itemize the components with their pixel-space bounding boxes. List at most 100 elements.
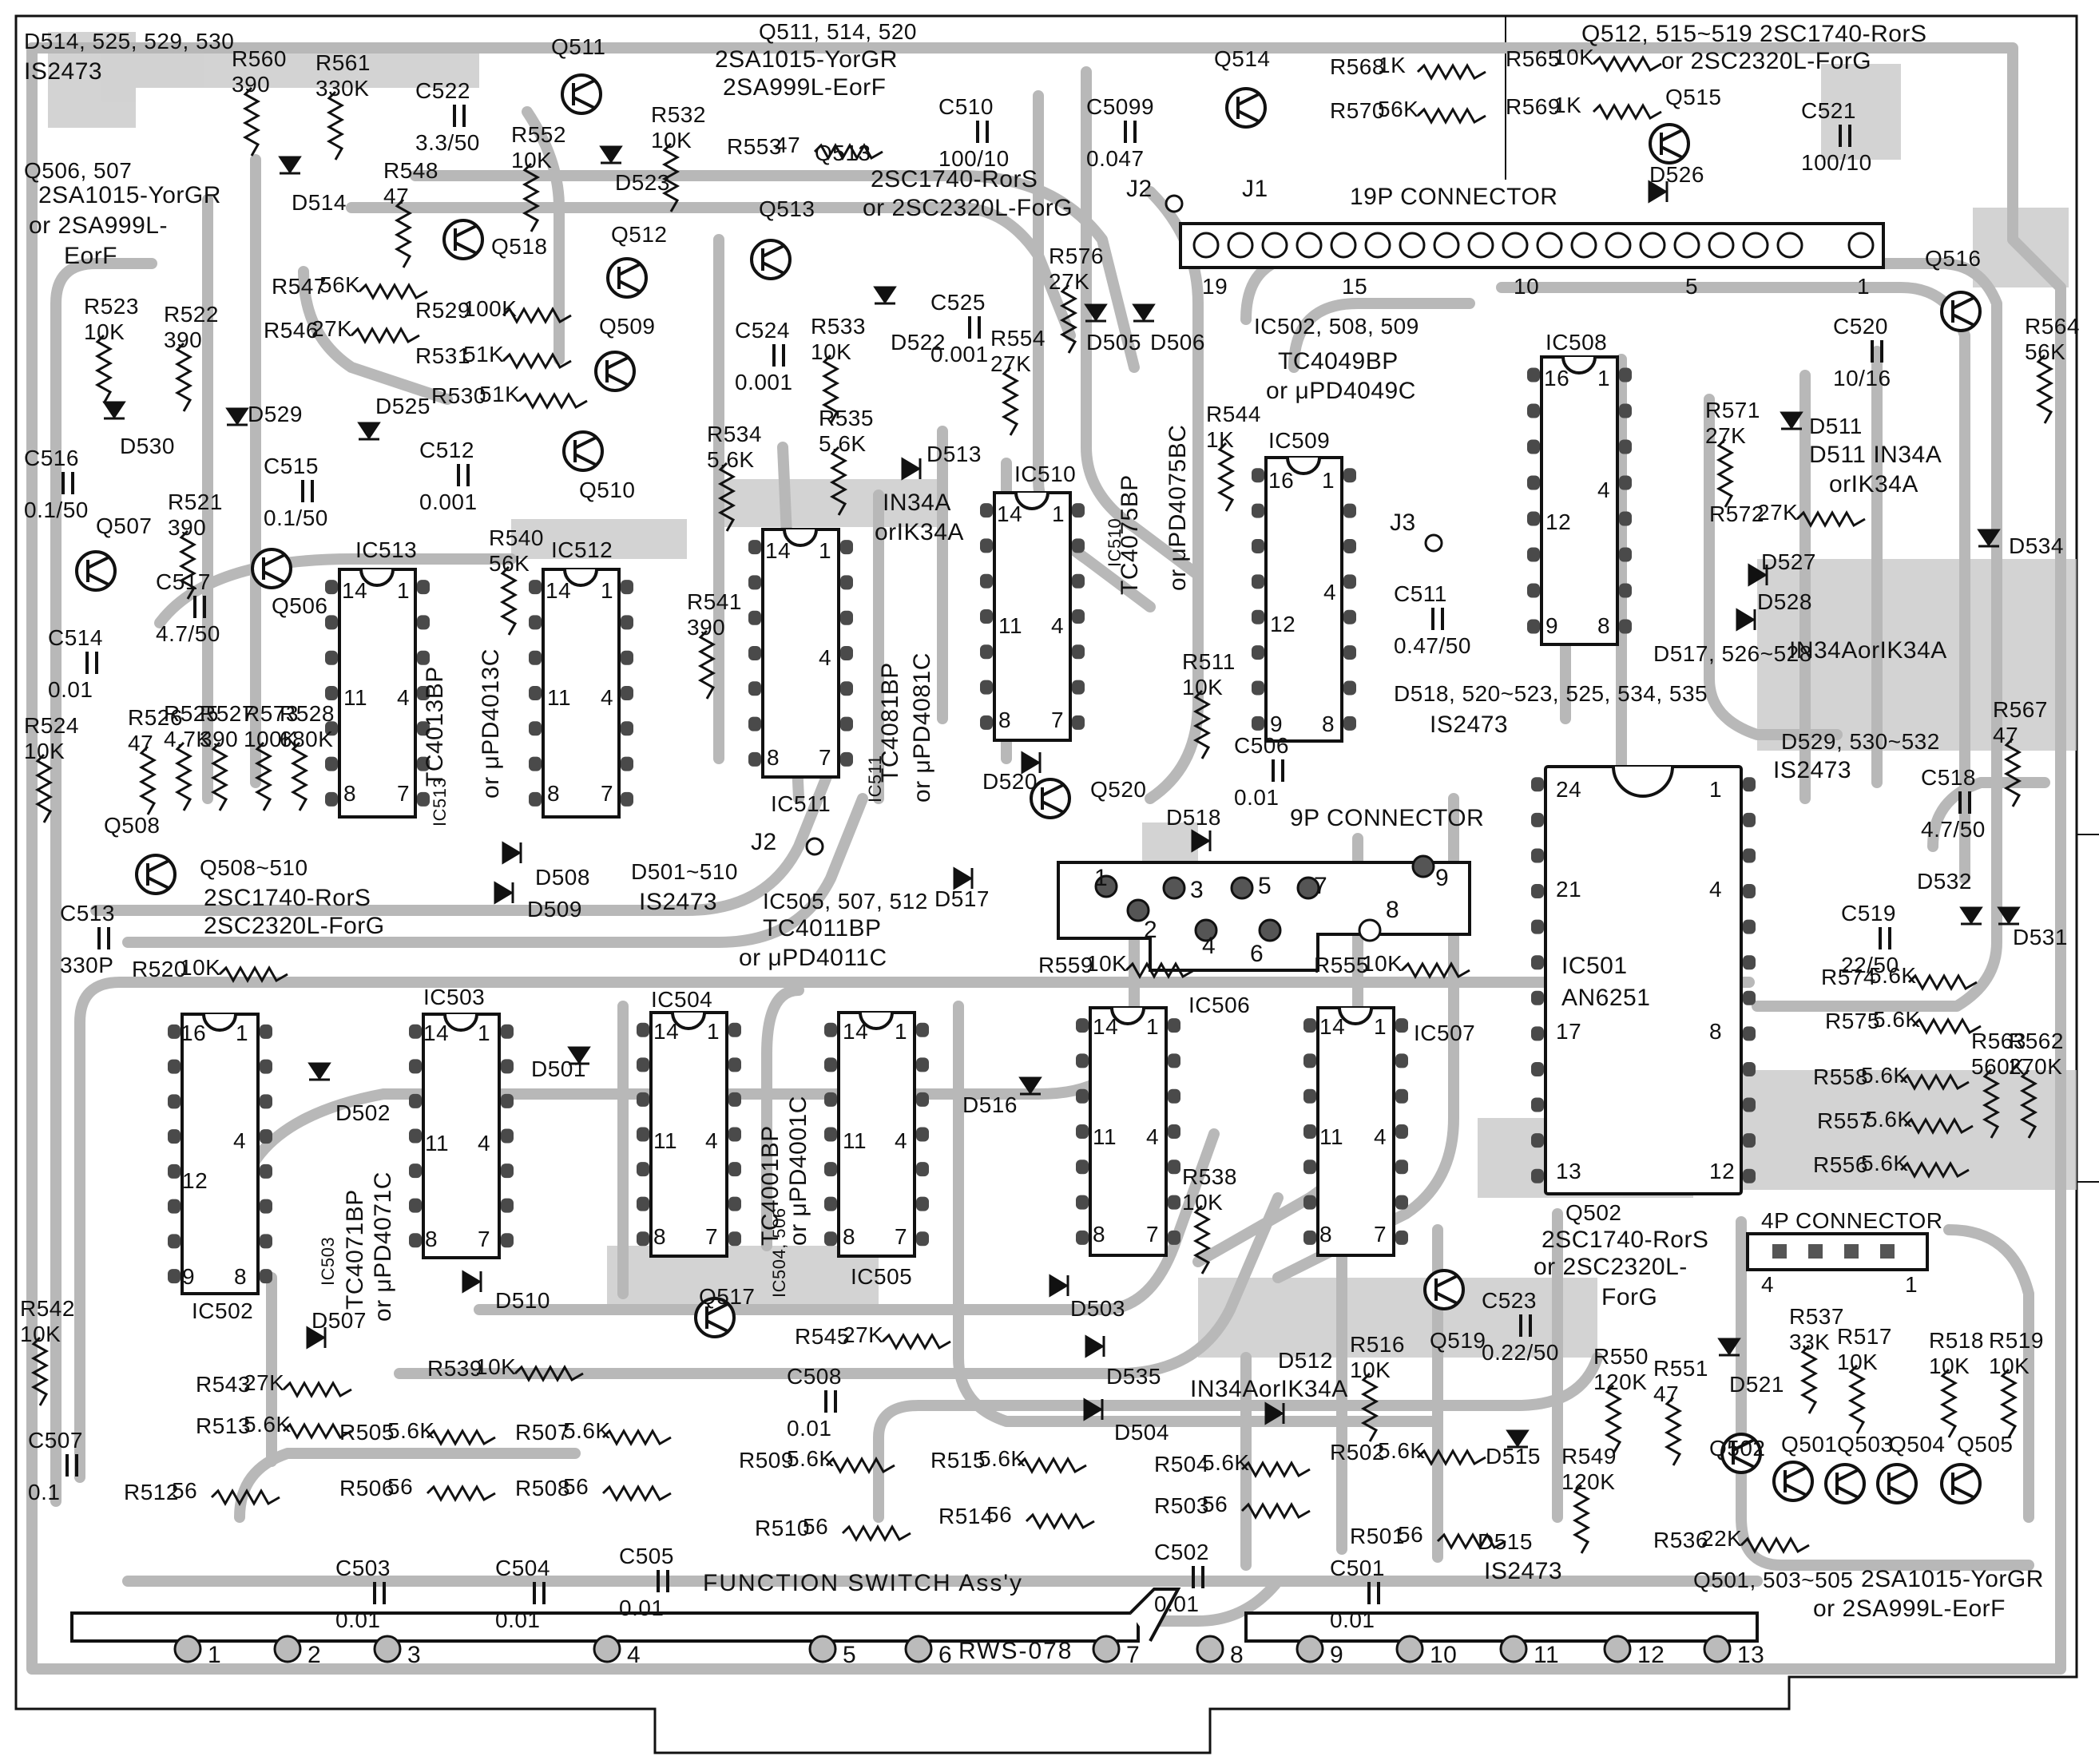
ic509-body: [1264, 456, 1343, 743]
label-c520: C520: [1833, 314, 1888, 339]
diode-symbol: [1717, 1338, 1741, 1357]
ic512-body: [542, 568, 621, 819]
ic506-body: [1089, 1006, 1168, 1257]
ic512-pin-7: 7: [601, 781, 614, 806]
ic-pad: [1252, 609, 1264, 624]
ic505-pin-1: 1: [895, 1019, 908, 1044]
value-c501: 0.01: [1330, 1607, 1375, 1632]
diode-symbol: [462, 1270, 482, 1294]
ic513-pin-11: 11: [343, 685, 368, 710]
ic510-pin-1: 1: [1052, 501, 1065, 526]
diode-symbol: [1780, 411, 1803, 430]
connector-19p-pin-label: 5: [1685, 274, 1699, 299]
value-c519: 22/50: [1841, 953, 1899, 977]
ic501-ref: IC501: [1561, 953, 1628, 979]
label-r536: R536: [1653, 1528, 1708, 1552]
edge-connector-pin-label: 12: [1637, 1642, 1665, 1668]
resistor-r548: [394, 198, 413, 268]
ic-pad: [1395, 1088, 1408, 1104]
value-c505: 0.01: [619, 1596, 665, 1620]
j3-label: J3: [1390, 509, 1416, 536]
ic-pad: [621, 615, 633, 630]
resistor-r523: [94, 334, 113, 404]
transistor-symbol: [75, 550, 117, 592]
value-c518: 4.7/50: [1921, 817, 1986, 842]
ic-pad: [840, 610, 853, 625]
transistor-symbol: [1876, 1463, 1918, 1504]
value-r555: 10K: [1362, 951, 1403, 976]
ic-pad: [1303, 1018, 1316, 1033]
ic510-ref: IC510: [1014, 462, 1077, 486]
resistor-r532: [661, 142, 680, 212]
resistor-r554: [1001, 366, 1020, 436]
q502-a: 2SC1740-RorS: [1542, 1227, 1709, 1253]
resistor-r522: [174, 342, 193, 412]
resistor-r507: [601, 1428, 672, 1447]
resistor-r563: [1982, 1068, 2001, 1139]
connector-9p-pin-label: 2: [1144, 917, 1158, 943]
ic-pad: [748, 751, 761, 767]
resistor-r551: [1664, 1396, 1683, 1466]
resistor-r501: [1436, 1532, 1506, 1551]
ic511-body: [761, 528, 840, 779]
ref-d530: D530: [120, 434, 175, 458]
edge-connector-pad: [1296, 1635, 1324, 1663]
resistor-r565: [1592, 54, 1662, 73]
capacitor-c512: [457, 464, 470, 486]
value-r522: 390: [164, 327, 203, 352]
ic-pad: [728, 1022, 741, 1037]
ic-pad: [1619, 547, 1632, 562]
transistor-symbol: [561, 73, 602, 115]
value-r525: 4.7K: [164, 727, 212, 751]
label-r538: R538: [1182, 1164, 1237, 1189]
ic502-ref: IC502: [192, 1298, 254, 1323]
label-r515: R515: [930, 1448, 986, 1473]
connector-9p-label: 9P CONNECTOR: [1290, 805, 1485, 831]
ic-pad: [1303, 1088, 1316, 1104]
value-r551: 47: [1653, 1381, 1680, 1406]
ic-pad: [1395, 1053, 1408, 1068]
ic508-pin-9: 9: [1545, 613, 1559, 638]
ic-pad: [1072, 715, 1085, 730]
ic-pad: [1076, 1124, 1089, 1139]
label-r540: R540: [489, 525, 544, 550]
label-r557: R557: [1817, 1108, 1872, 1133]
resistor-r559: [1125, 961, 1195, 980]
ic-pad: [840, 681, 853, 696]
transistor-symbol: [1649, 123, 1690, 165]
label-r559: R559: [1038, 953, 1093, 977]
value-c522: 3.3/50: [415, 130, 480, 155]
value-r553: 47: [775, 133, 801, 157]
label-c523: C523: [1482, 1288, 1537, 1313]
edge-connector-pad: [1092, 1635, 1121, 1663]
label-r567: R567: [1993, 697, 2048, 722]
label-r575: R575: [1825, 1009, 1880, 1033]
ic504-pin-4: 4: [705, 1128, 719, 1153]
ic-pad: [529, 686, 542, 700]
ic-pad: [1252, 503, 1264, 518]
label-r501: R501: [1350, 1524, 1405, 1548]
ref-d506: D506: [1150, 330, 1205, 355]
ic-pad: [1743, 1133, 1756, 1148]
edge-connector-pad: [1703, 1635, 1732, 1663]
ic503-vref: IC503: [318, 1236, 338, 1286]
resistor-r504: [1240, 1460, 1311, 1479]
q511-note: Q511, 514, 520: [759, 19, 917, 44]
ic508-pin-16: 16: [1544, 366, 1570, 390]
capacitor-c519: [1879, 927, 1891, 949]
label-c502: C502: [1154, 1540, 1209, 1564]
d518-note: D518, 520~523, 525, 534, 535: [1394, 681, 1708, 706]
label-r561: R561: [315, 50, 371, 75]
ic-pad: [824, 1231, 837, 1247]
label-r511: R511: [1182, 649, 1236, 674]
label-r524: R524: [24, 713, 79, 738]
resistor-r528: [290, 741, 309, 811]
label-c503: C503: [335, 1556, 391, 1580]
ic513-pin-7: 7: [397, 781, 411, 806]
value-r538: 10K: [1182, 1190, 1224, 1215]
connector-19p-pin: [1364, 232, 1391, 259]
ic509-pin-4: 4: [1323, 580, 1337, 605]
ref-d525: D525: [375, 394, 431, 418]
ic504-ref: IC504: [651, 987, 713, 1012]
capacitors: [62, 105, 1971, 1604]
